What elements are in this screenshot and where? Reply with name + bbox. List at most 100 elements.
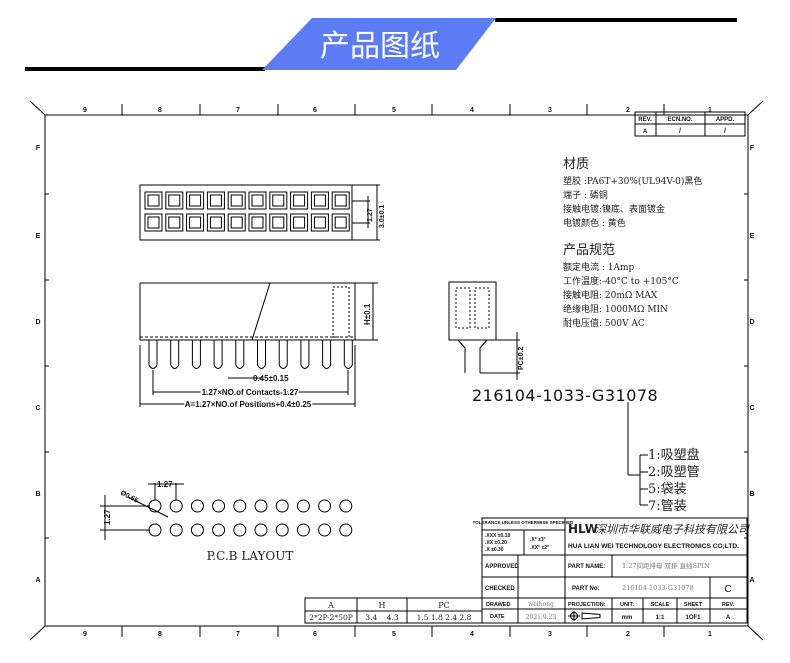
- pcb-hole: [296, 523, 310, 537]
- contact-cavity-inner: [334, 194, 347, 207]
- packaging-option: 1:吸塑盘: [648, 447, 700, 463]
- size-header: H: [379, 601, 386, 610]
- checked-label: CHECKED: [485, 586, 515, 592]
- contact-cavity-inner: [147, 216, 160, 229]
- ruler-row-label: F: [750, 145, 755, 152]
- ruler-col-label: 7: [236, 107, 240, 114]
- part-no-value: 216104-1033-G31078: [622, 584, 694, 592]
- part-number: 216104-1033-G31078: [472, 386, 658, 405]
- contact-cavity-inner: [251, 194, 264, 207]
- contact-cavity-inner: [168, 216, 181, 229]
- dim-height: 3.0±0.1: [379, 205, 386, 228]
- pin: [278, 340, 288, 369]
- tolerance-line: .XX ±0.20: [485, 540, 507, 546]
- sheet-label: SHEET: [684, 602, 703, 608]
- part-name-value: 1.27间距排母 双排 直插SPIN: [622, 561, 710, 570]
- ruler-col-label: 1: [708, 107, 712, 114]
- ecn-value: /: [679, 128, 681, 135]
- dim-contacts: 1.27×NO.of Contacts-1.27: [202, 388, 299, 397]
- packaging-option: 7:管装: [648, 499, 687, 514]
- contact-cavity: [269, 213, 288, 232]
- title-block: TOLERANCE UNLESS OTHERWISE SPECIFIED .XX…: [473, 517, 750, 624]
- pcb-hole: [233, 499, 247, 513]
- ruler-row-label: A: [35, 577, 40, 584]
- part-name-label: PART NAME:: [568, 564, 605, 570]
- contact-cavity-inner: [313, 216, 326, 229]
- date-label: DATE: [490, 614, 505, 620]
- pin: [300, 340, 310, 369]
- company-name-cn: 深圳市华联威电子科技有限公司: [595, 523, 750, 536]
- ruler-row-label: E: [36, 233, 41, 240]
- rev-label: REV.: [722, 602, 735, 608]
- date-value: 2021.9.23: [526, 614, 557, 621]
- dim-h: H±0.1: [363, 303, 372, 325]
- pcb-hole: [296, 499, 310, 513]
- ruler-col-label: 6: [313, 631, 317, 638]
- pcb-pitch-h: 1.27: [157, 480, 173, 489]
- ruler-col-label: 9: [83, 107, 87, 114]
- contact-cavity-inner: [334, 216, 347, 229]
- material-title: 材质: [563, 157, 589, 172]
- contact-cavity-inner: [209, 216, 222, 229]
- contact-cavity: [144, 191, 163, 210]
- ruler-row-label: E: [750, 233, 755, 240]
- contact-cavity: [269, 191, 288, 210]
- contact-cavity-inner: [168, 194, 181, 207]
- contact-cavity: [310, 213, 329, 232]
- contact-cavity-inner: [251, 216, 264, 229]
- pcb-hole: [212, 499, 226, 513]
- pin: [257, 340, 266, 369]
- sheet-value: 1OF1: [685, 615, 701, 621]
- tolerance-line: .X ±0.30: [485, 547, 504, 553]
- dim-pitch: 1.27: [367, 208, 374, 222]
- pcb-hole: [190, 499, 204, 513]
- pcb-pitch-v: 1.27: [103, 509, 112, 525]
- ruler-col-label: 5: [392, 107, 396, 114]
- scale-value: 1:1: [656, 615, 665, 621]
- unit-label: UNIT:: [620, 602, 634, 608]
- angle-tolerance: .XX° ±2°: [530, 545, 549, 551]
- pcb-hole: [169, 523, 183, 537]
- end-view: [448, 281, 520, 380]
- ruler-col-label: 7: [236, 631, 240, 638]
- contact-cavity: [331, 213, 350, 232]
- contact-cavity: [227, 191, 246, 210]
- contact-cavity: [144, 213, 163, 232]
- ruler-row-label: C: [749, 405, 754, 412]
- ruler-col-label: 8: [158, 631, 162, 638]
- spec-line: 电镀颜色 : 黄色: [563, 217, 626, 229]
- pcb-hole: [233, 523, 247, 537]
- pcb-hole: [190, 523, 204, 537]
- dim-pin-width: 0.45±0.15: [253, 374, 289, 383]
- spec-line: 塑胶 :PA6T+30%(UL94V-0)黑色: [563, 175, 702, 187]
- pcb-hole: [148, 499, 162, 513]
- ruler-col-label: 4: [470, 631, 474, 638]
- side-view: [139, 282, 378, 407]
- pcb-hole: [254, 523, 268, 537]
- contact-cavity-inner: [293, 216, 306, 229]
- pcb-hole: [212, 523, 226, 537]
- ruler-row-label: B: [35, 491, 40, 498]
- dim-pc: PC±0.2: [518, 347, 525, 370]
- contact-cavity-inner: [272, 216, 285, 229]
- contact-cavity-inner: [272, 194, 285, 207]
- pin: [213, 340, 223, 369]
- pcb-hole: [275, 523, 289, 537]
- contact-cavity-inner: [313, 194, 326, 207]
- contact-cavity: [310, 191, 329, 210]
- pcb-hole: [148, 523, 162, 537]
- pcb-layout: [100, 483, 353, 540]
- ruler-row-label: B: [749, 491, 754, 498]
- pcb-hole: [339, 523, 353, 537]
- part-no-label: PART No:: [572, 586, 600, 592]
- contact-cavity-inner: [147, 194, 160, 207]
- contact-cavity: [331, 191, 350, 210]
- ruler-col-label: 3: [548, 107, 552, 114]
- rev-value-bottom: A: [726, 615, 731, 621]
- rev-letter: C: [724, 584, 731, 595]
- ruler-col-label: 9: [83, 631, 87, 638]
- appd-value: /: [724, 128, 726, 135]
- spec-line: 接触电阻: 20mΩ MAX: [563, 289, 658, 301]
- rev-value: A: [643, 129, 648, 135]
